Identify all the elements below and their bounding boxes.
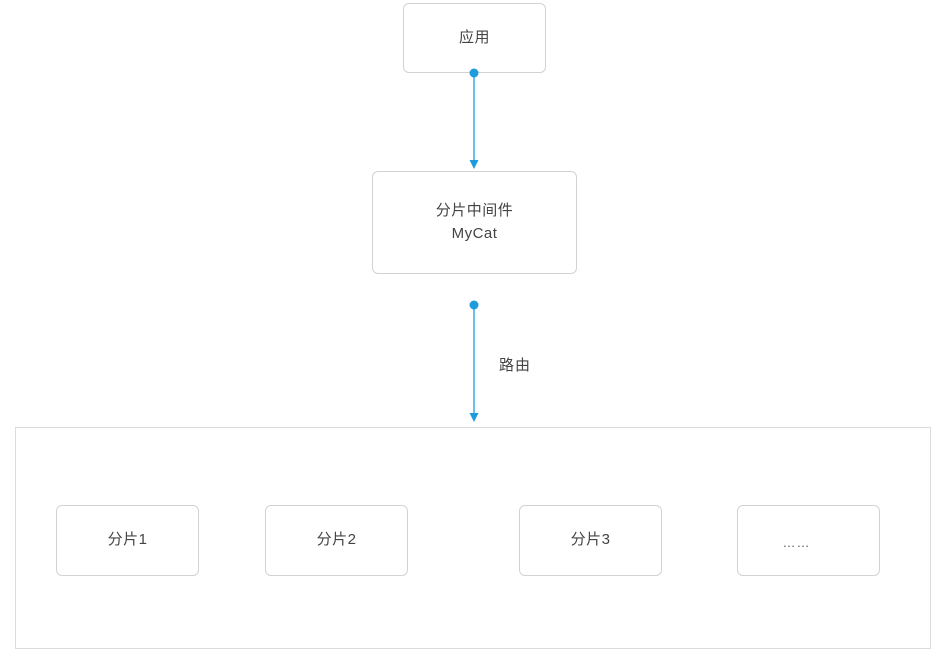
node-sharding-middleware-sublabel: MyCat <box>451 224 498 242</box>
node-application[interactable]: 应用 <box>403 3 546 73</box>
node-sharding-middleware-label: 分片中间件 <box>435 202 514 219</box>
node-sharding-middleware[interactable]: 分片中间件 MyCat <box>372 171 577 274</box>
edge-label-route: 路由 <box>499 357 532 374</box>
edge-end-arrow-icon <box>469 413 479 422</box>
node-shard-more-label: …… <box>782 534 811 550</box>
node-shard-2[interactable]: 分片2 <box>265 505 408 576</box>
node-shard-1[interactable]: 分片1 <box>56 505 199 576</box>
node-shard-2-label: 分片2 <box>316 531 357 549</box>
edge-app-to-middleware <box>458 68 490 172</box>
edge-start-dot-icon <box>469 300 479 310</box>
edge-middleware-to-shards <box>458 300 490 425</box>
node-application-label: 应用 <box>458 28 490 46</box>
edge-start-dot-icon <box>469 68 479 78</box>
node-shard-more[interactable]: …… <box>737 505 880 576</box>
node-shard-1-label: 分片1 <box>107 531 148 549</box>
edge-end-arrow-icon <box>469 160 479 169</box>
node-shard-3-label: 分片3 <box>570 531 611 549</box>
node-shard-3[interactable]: 分片3 <box>519 505 662 576</box>
